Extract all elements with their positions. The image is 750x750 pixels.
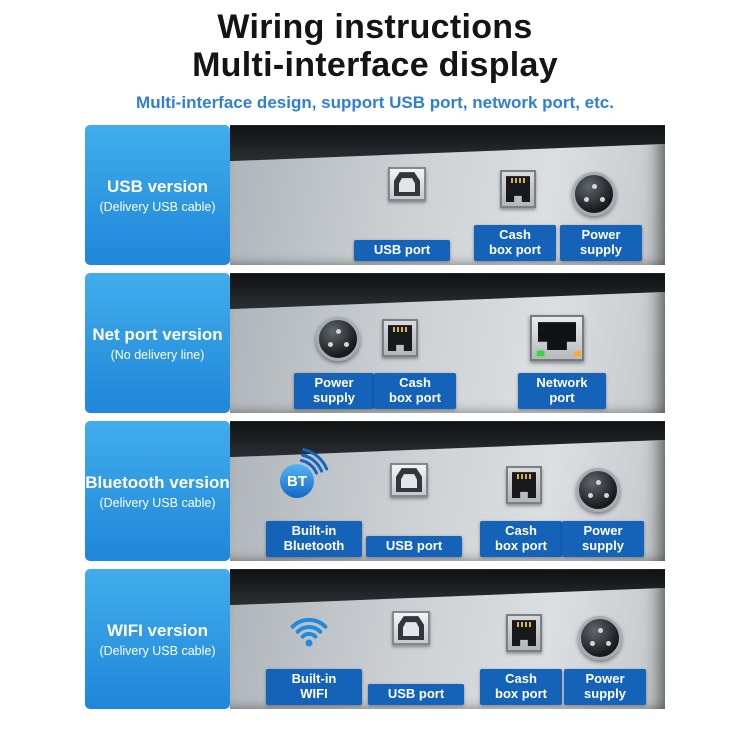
port-label-usb: USB port bbox=[366, 535, 462, 558]
port-label-line: Power bbox=[583, 523, 623, 539]
rows-container: USB version (Delivery USB cable) USB por… bbox=[0, 125, 750, 710]
cashbox-port-icon bbox=[500, 170, 536, 209]
port-label-line: Power bbox=[585, 671, 625, 687]
port-label-line: supply bbox=[313, 389, 355, 405]
port-label-line: USB port bbox=[373, 241, 431, 257]
port-label-line: Network bbox=[536, 375, 588, 391]
usb-port-icon bbox=[392, 611, 430, 646]
row-usb-version: USB version (Delivery USB cable) USB por… bbox=[85, 125, 665, 266]
port-label-line: box port bbox=[495, 685, 547, 701]
port-label-line: Built-in bbox=[291, 671, 337, 687]
port-label-line: WIFI bbox=[300, 685, 328, 701]
port-label-line: supply bbox=[584, 685, 626, 701]
printer-top-edge bbox=[230, 569, 665, 606]
power-port-icon bbox=[576, 468, 620, 513]
version-subtitle: (Delivery USB cable) bbox=[99, 199, 216, 214]
printer-top-edge bbox=[230, 273, 665, 310]
version-title: USB version bbox=[106, 176, 209, 196]
row-net-port-version: Net port version (No delivery line) Powe… bbox=[85, 273, 665, 414]
port-label-usb: USB port bbox=[368, 683, 464, 706]
port-label-line: Cash bbox=[499, 227, 531, 243]
port-label-line: supply bbox=[580, 241, 622, 257]
title-line2: Multi-interface display bbox=[192, 46, 558, 85]
version-title: Net port version bbox=[92, 324, 223, 344]
printer-top-edge bbox=[230, 125, 665, 162]
port-label-line: port bbox=[549, 389, 575, 405]
port-label-line: Cash bbox=[505, 523, 537, 539]
cashbox-port-icon bbox=[506, 614, 542, 653]
bluetooth-icon: BT bbox=[274, 447, 336, 505]
port-label-line: box port bbox=[489, 241, 541, 257]
header: Wiring instructions Multi-interface disp… bbox=[0, 0, 750, 113]
version-subtitle: (Delivery USB cable) bbox=[99, 495, 216, 510]
title-line1: Wiring instructions bbox=[217, 8, 533, 46]
port-label-line: box port bbox=[389, 389, 441, 405]
port-label-line: Cash bbox=[399, 375, 431, 391]
port-label-line: Cash bbox=[505, 671, 537, 687]
version-subtitle: (No delivery line) bbox=[110, 347, 205, 362]
port-label-line: USB port bbox=[387, 685, 445, 701]
usb-port-icon bbox=[390, 463, 428, 498]
port-label-line: Power bbox=[581, 227, 621, 243]
row-bluetooth-version: Bluetooth version (Delivery USB cable) bbox=[85, 421, 665, 562]
port-label-line: Built-in bbox=[291, 523, 337, 539]
version-box-net: Net port version (No delivery line) bbox=[85, 273, 230, 414]
network-port-icon bbox=[530, 315, 584, 362]
version-box-bluetooth: Bluetooth version (Delivery USB cable) bbox=[85, 421, 230, 562]
version-title: Bluetooth version bbox=[85, 472, 230, 492]
port-label-line: Bluetooth bbox=[283, 537, 345, 553]
version-box-usb: USB version (Delivery USB cable) bbox=[85, 125, 230, 266]
port-label-line: box port bbox=[495, 537, 547, 553]
port-label-usb: USB port bbox=[354, 239, 450, 262]
wifi-icon bbox=[280, 603, 338, 649]
power-port-icon bbox=[316, 317, 360, 362]
port-label-line: Power bbox=[314, 375, 354, 391]
port-label-line: USB port bbox=[385, 537, 443, 553]
version-title: WIFI version bbox=[106, 620, 209, 640]
row-wifi-version: WIFI version (Delivery USB cable) bbox=[85, 569, 665, 710]
version-box-wifi: WIFI version (Delivery USB cable) bbox=[85, 569, 230, 710]
subtitle: Multi-interface design, support USB port… bbox=[136, 93, 614, 113]
usb-port-icon bbox=[388, 167, 426, 202]
power-port-icon bbox=[578, 616, 622, 661]
page-title: Wiring instructions Multi-interface disp… bbox=[0, 8, 750, 84]
cashbox-port-icon bbox=[382, 319, 418, 358]
port-label-line: supply bbox=[582, 537, 624, 553]
bt-icon-text: BT bbox=[287, 473, 307, 490]
cashbox-port-icon bbox=[506, 466, 542, 505]
version-subtitle: (Delivery USB cable) bbox=[99, 643, 216, 658]
power-port-icon bbox=[572, 172, 616, 217]
